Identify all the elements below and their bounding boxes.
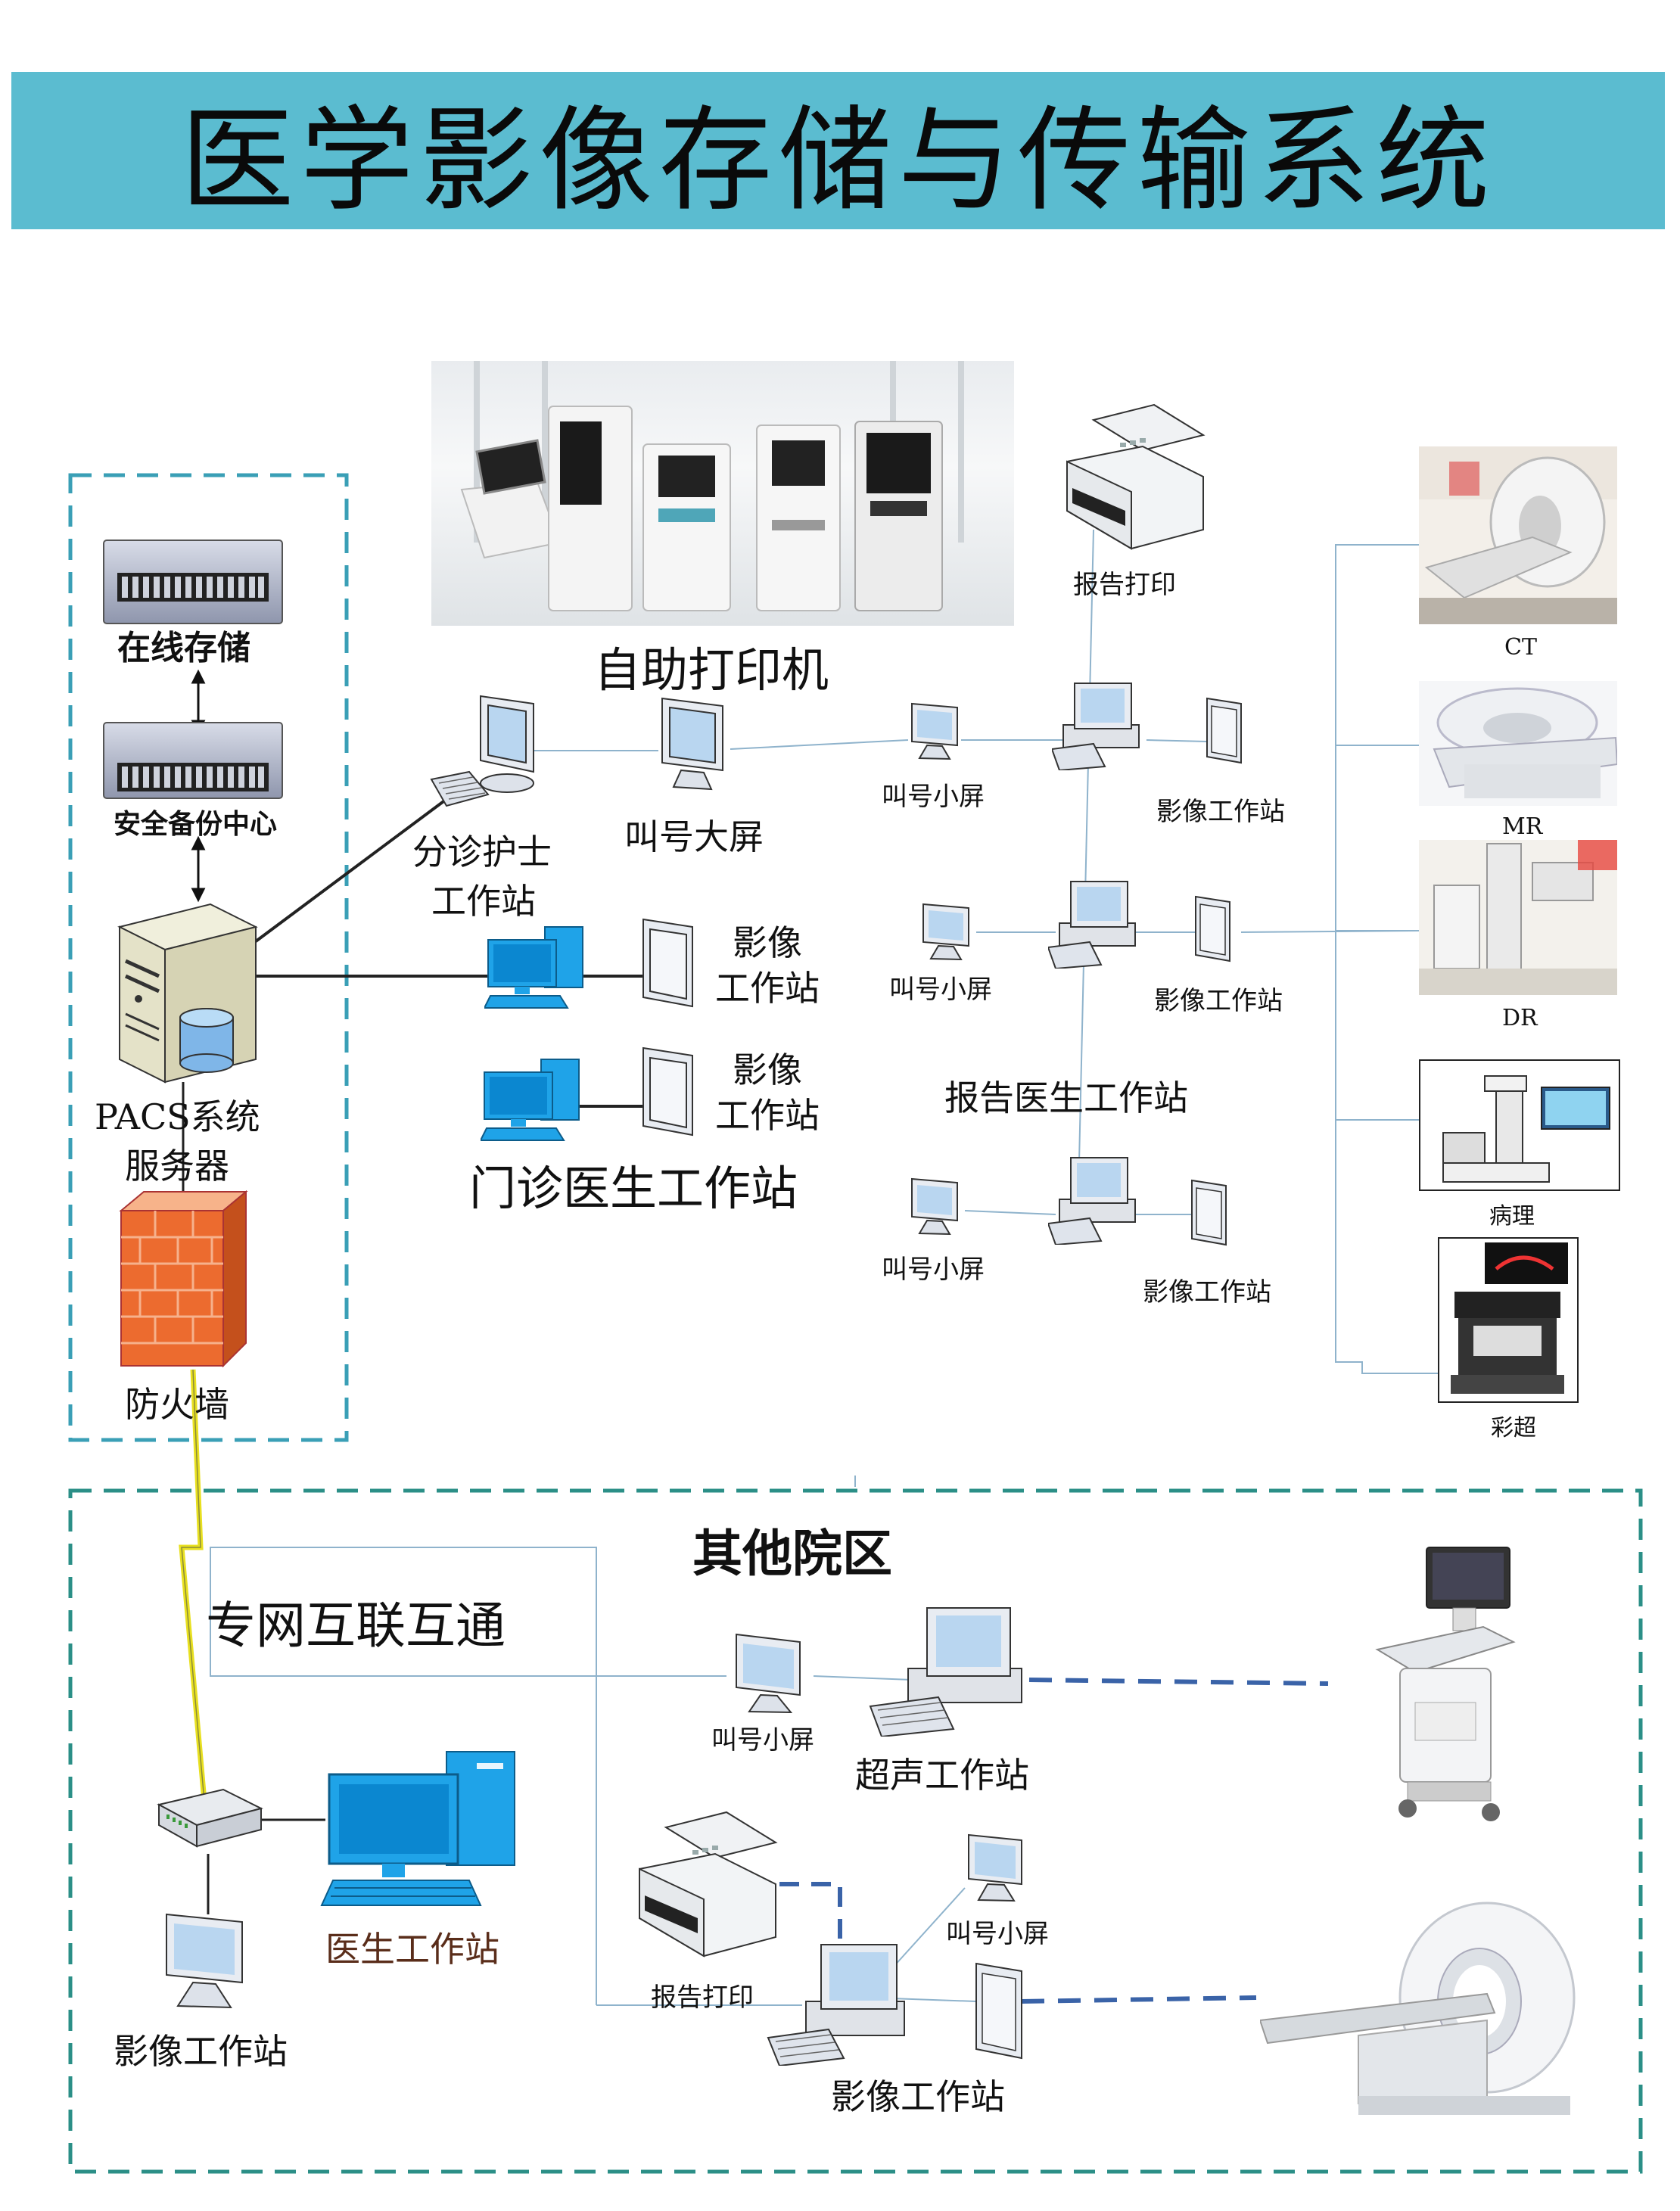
report-pc-icon-2 (1048, 881, 1136, 969)
ultrasound-ws-pc-icon (869, 1607, 1022, 1737)
imaging-ws-label-2b: 工作站 (715, 1095, 820, 1136)
other-campus-report-print-label: 报告打印 (651, 1982, 754, 2013)
ct-scanner-photo (1419, 446, 1617, 624)
call-small-screen-icon-3 (911, 1177, 958, 1236)
other-campus-left-monitor-icon (166, 1913, 243, 2009)
doctor-ws-computer-icon (320, 1751, 515, 1906)
other-campus-left-imaging-label: 影像工作站 (114, 2031, 288, 2072)
self-print-kiosk-photo (431, 361, 1014, 626)
modality-label-pathology: 病理 (1489, 1203, 1535, 1230)
pacs-server-label-2: 服务器 (125, 1146, 229, 1186)
imaging-ws-label-1a: 影像 (733, 922, 802, 963)
call-small-screen-icon-5 (968, 1833, 1022, 1902)
pacs-server-icon (117, 903, 258, 1084)
modality-label-ct: CT (1504, 634, 1537, 661)
imaging-ws-label-2a: 影像 (733, 1050, 802, 1090)
imaging-ws-label-5: 影像工作站 (1143, 1277, 1271, 1308)
online-storage-label: 在线存储 (117, 629, 250, 667)
call-big-screen-label: 叫号大屏 (624, 816, 764, 857)
hospital-core-zone-border (68, 473, 349, 1442)
call-small-screen-icon-4 (736, 1633, 801, 1714)
call-big-screen-icon (661, 697, 723, 791)
imaging-ws-label-1b: 工作站 (715, 968, 820, 1009)
triage-nurse-label-2: 工作站 (431, 881, 536, 922)
ultrasound-machine-icon (1375, 1547, 1516, 1821)
backup-center-label: 安全备份中心 (114, 809, 278, 840)
other-campus-imaging-monitor-icon (975, 1962, 1022, 2060)
call-small-screen-label-4: 叫号小屏 (711, 1725, 814, 1755)
router-icon (157, 1788, 263, 1848)
modality-label-mr: MR (1502, 813, 1543, 840)
outpatient-doctor-ws-label: 门诊医生工作站 (469, 1161, 798, 1216)
outpatient-computer-icon (481, 1059, 580, 1141)
imaging-ws-label-3: 影像工作站 (1156, 797, 1285, 827)
call-small-screen-label-3: 叫号小屏 (882, 1255, 985, 1285)
self-print-kiosk-label: 自助打印机 (594, 642, 829, 698)
ultrasound-ws-label: 超声工作站 (855, 1755, 1029, 1796)
other-campus-zone-border (68, 1488, 1643, 2174)
imaging-ws-monitor-icon-2 (642, 1046, 693, 1137)
title-banner: 医学影像存储与传输系统 (11, 72, 1665, 229)
other-campus-printer-icon (639, 1811, 778, 1958)
report-print-label: 报告打印 (1073, 570, 1176, 600)
firewall-icon (119, 1189, 248, 1368)
call-small-screen-icon-1 (911, 702, 958, 760)
backup-storage-icon (103, 722, 283, 799)
call-small-screen-icon-2 (922, 903, 969, 961)
color-ultrasound-photo (1438, 1237, 1579, 1403)
doctor-ws-label: 医生工作站 (325, 1929, 499, 1970)
ct-machine-icon (1260, 1902, 1576, 2115)
imaging-ws-monitor-icon-4 (1195, 895, 1230, 962)
report-pc-icon-1 (1052, 683, 1140, 770)
page-title: 医学影像存储与传输系统 (180, 95, 1496, 227)
call-small-screen-label-1: 叫号小屏 (882, 782, 985, 812)
report-printer-icon (1066, 403, 1206, 550)
firewall-label: 防火墙 (125, 1384, 229, 1425)
modality-label-dr: DR (1502, 1005, 1538, 1031)
call-small-screen-label-2: 叫号小屏 (889, 975, 992, 1005)
imaging-ws-label-4: 影像工作站 (1154, 986, 1283, 1016)
private-network-label: 专网互联互通 (206, 1597, 506, 1655)
report-pc-icon-3 (1048, 1157, 1136, 1245)
imaging-ws-computer-icon-1 (484, 926, 583, 1009)
modality-label-ultrasound: 彩超 (1491, 1415, 1536, 1441)
pathology-microscope-photo (1419, 1059, 1620, 1191)
dr-scanner-photo (1419, 840, 1617, 995)
storage-array-icon (103, 540, 283, 624)
imaging-ws-monitor-icon-3 (1206, 697, 1242, 764)
pacs-server-label-1: PACS系统 (95, 1096, 260, 1137)
triage-nurse-label-1: 分诊护士 (412, 832, 552, 872)
other-campus-imaging-pc-icon (767, 1944, 905, 2066)
other-campus-title: 其他院区 (692, 1525, 892, 1583)
mr-scanner-photo (1419, 681, 1617, 806)
call-small-screen-label-5: 叫号小屏 (946, 1919, 1049, 1949)
imaging-ws-monitor-icon-1 (642, 918, 693, 1008)
imaging-ws-monitor-icon-5 (1191, 1179, 1227, 1246)
other-campus-imaging-ws-label: 影像工作站 (831, 2076, 1005, 2117)
triage-nurse-computer-icon (430, 695, 534, 807)
report-doctor-ws-label: 报告医生工作站 (944, 1078, 1188, 1118)
